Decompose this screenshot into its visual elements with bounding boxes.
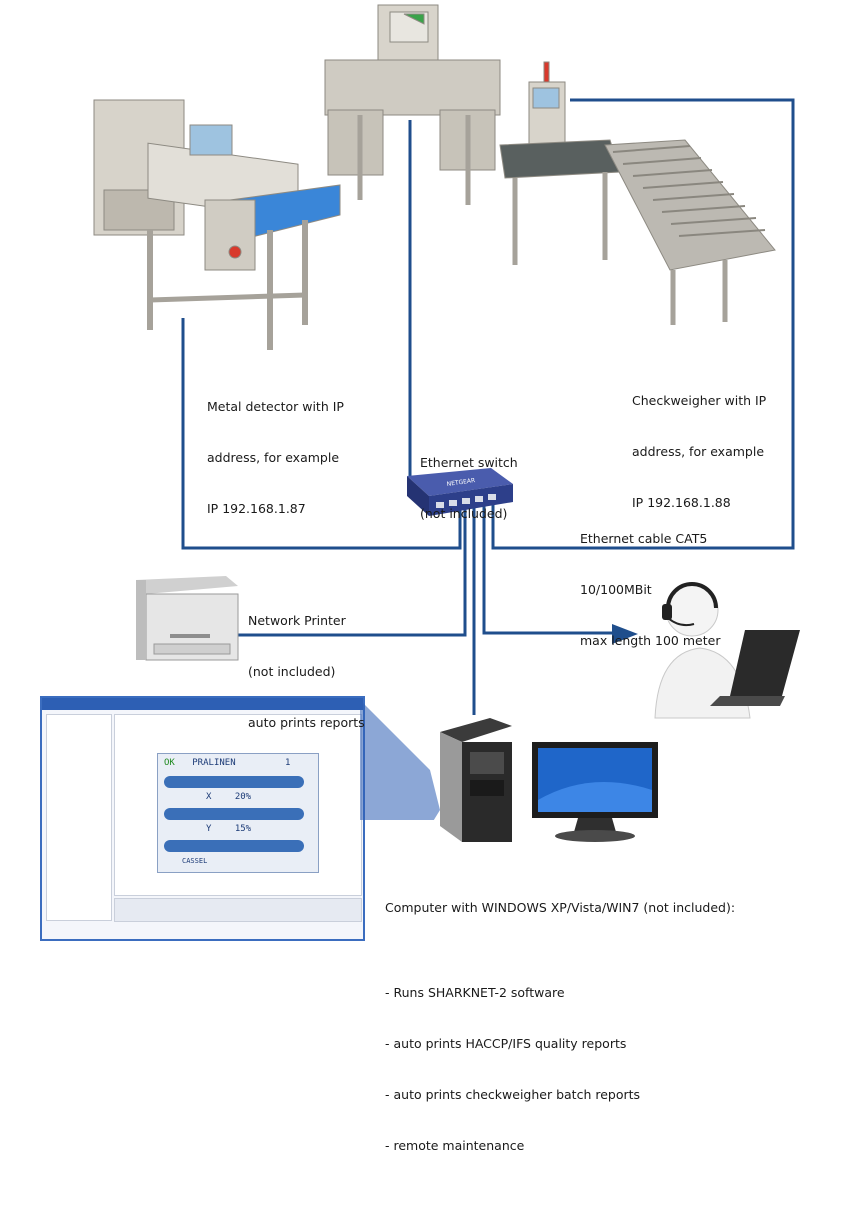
row1-letter: X xyxy=(206,792,212,802)
caption-line: (not included) xyxy=(420,506,508,521)
bottom-panel xyxy=(114,898,362,922)
metal-detector-illustration xyxy=(93,99,341,350)
caption-line: Ethernet cable CAT5 xyxy=(580,531,708,546)
row-2 xyxy=(164,808,304,820)
computer-caption: Computer with WINDOWS XP/Vista/WIN7 (not… xyxy=(385,865,735,1205)
remote-support-illustration xyxy=(654,582,800,719)
list-item: - Runs SHARKNET-2 software xyxy=(385,985,565,1000)
caption-line: address, for example xyxy=(632,444,765,459)
caption-line: address, for example xyxy=(207,450,340,465)
row2-value: 15% xyxy=(234,824,252,834)
checkweigher-illustration xyxy=(499,61,776,325)
metal-detector-caption: Metal detector with IP address, for exam… xyxy=(207,364,344,534)
computer-tower-illustration xyxy=(440,718,512,842)
caption-line: IP 192.168.1.87 xyxy=(207,501,306,516)
zoom-projection xyxy=(360,700,440,820)
cable-remote xyxy=(482,505,615,635)
caption-line: IP 192.168.1.88 xyxy=(632,495,731,510)
row-3 xyxy=(164,840,304,852)
ethernet-cables xyxy=(181,98,795,715)
checkweigher-caption: Checkweigher with IP address, for exampl… xyxy=(632,358,766,528)
product-count: 1 xyxy=(285,758,291,768)
list-item: - auto prints HACCP/IFS quality reports xyxy=(385,1036,627,1051)
computer-title: Computer with WINDOWS XP/Vista/WIN7 (not… xyxy=(385,900,736,915)
row2-letter: Y xyxy=(206,824,212,834)
main-panel: OK PRALINEN 1 X 20% Y 15% CASSEL xyxy=(114,714,362,896)
cable-metal-detector xyxy=(181,318,462,550)
monitor-illustration xyxy=(532,742,658,842)
remote-arrow-head xyxy=(612,624,638,644)
row-1 xyxy=(164,776,304,788)
caption-line: Checkweigher with IP xyxy=(632,393,767,408)
ethernet-switch-illustration: NETGEAR xyxy=(407,468,513,516)
caption-line: 10/100MBit xyxy=(580,582,652,597)
caption-line: Ethernet switch xyxy=(420,455,518,470)
status-ok: OK xyxy=(164,758,175,768)
screen-footer: CASSEL xyxy=(182,857,208,865)
printer-illustration xyxy=(136,576,239,661)
caption-line: auto prints reports xyxy=(248,715,365,730)
row1-value: 20% xyxy=(234,792,252,802)
cable-caption: Ethernet cable CAT5 10/100MBit max lengt… xyxy=(580,496,720,666)
switch-brand: NETGEAR xyxy=(446,477,475,488)
computer-feature-list: - Runs SHARKNET-2 software - auto prints… xyxy=(385,950,735,1188)
window-titlebar xyxy=(42,698,363,710)
list-item: - auto prints checkweigher batch reports xyxy=(385,1087,641,1102)
status-panel: OK PRALINEN 1 X 20% Y 15% CASSEL xyxy=(157,753,319,873)
product-name: PRALINEN xyxy=(192,758,236,768)
caption-line: (not included) xyxy=(248,664,336,679)
tree-panel xyxy=(46,714,112,921)
cable-checkweigher xyxy=(491,98,795,550)
caption-line: max length 100 meter xyxy=(580,633,721,648)
xray-inspection-illustration xyxy=(324,4,501,205)
cable-printer xyxy=(238,505,467,637)
printer-caption: Network Printer (not included) auto prin… xyxy=(248,578,365,748)
switch-caption: Ethernet switch (not included) xyxy=(420,420,518,539)
caption-line: Network Printer xyxy=(248,613,346,628)
list-item: - remote maintenance xyxy=(385,1138,525,1153)
caption-line: Metal detector with IP xyxy=(207,399,344,414)
software-screenshot: OK PRALINEN 1 X 20% Y 15% CASSEL xyxy=(40,696,365,941)
